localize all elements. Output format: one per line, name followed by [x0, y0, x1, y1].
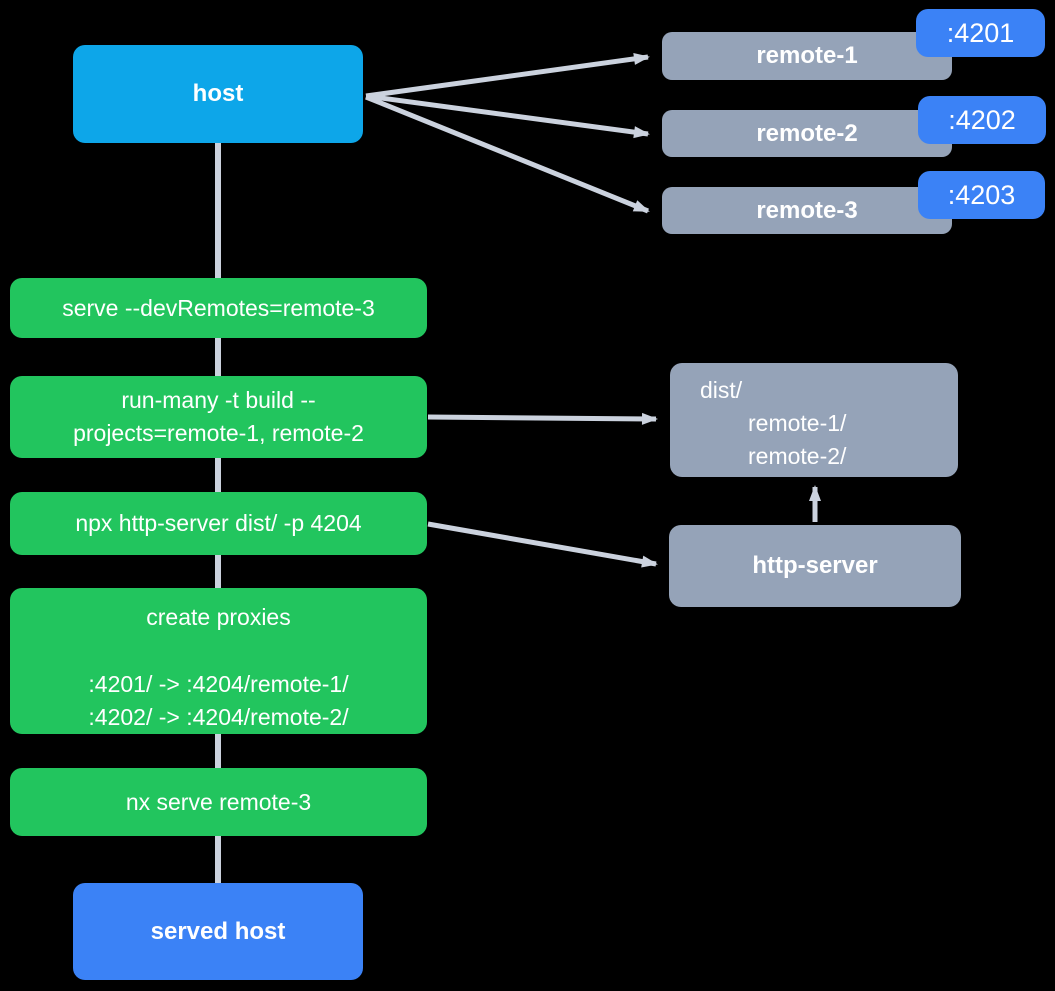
http-server-label: http-server	[752, 552, 878, 579]
command-serve-node: serve --devRemotes=remote-3	[10, 278, 427, 338]
command-runmany-line2: projects=remote-1, remote-2	[73, 420, 364, 446]
remote-1-label: remote-1	[756, 42, 858, 69]
command-proxies-node: create proxies :4201/ -> :4204/remote-1/…	[10, 588, 427, 734]
remote-3-label: remote-3	[756, 196, 858, 224]
remote-2-port: :4202	[948, 104, 1016, 135]
served-host-node: served host	[73, 883, 363, 980]
served-host-label: served host	[150, 917, 286, 945]
proxy-mapping-2: :4202/ -> :4204/remote-2/	[88, 704, 349, 730]
http-server-node: http-server	[669, 525, 961, 607]
arrow-host-to-remote-2	[365, 93, 650, 139]
command-httpserver-label: npx http-server dist/ -p 4204	[75, 510, 362, 536]
command-httpserver-node: npx http-server dist/ -p 4204	[10, 492, 427, 555]
command-nxserve-node: nx serve remote-3	[10, 768, 427, 836]
host-node: host	[73, 45, 363, 143]
arrow-runmany-to-dist	[427, 412, 658, 425]
command-runmany-node: run-many -t build -- projects=remote-1, …	[10, 376, 427, 458]
dist-entry-remote-2: remote-2/	[748, 443, 847, 469]
remote-1-node: remote-1	[662, 32, 952, 80]
proxies-title: create proxies	[146, 604, 291, 630]
remote-1-port: :4201	[946, 17, 1015, 48]
dist-entry-remote-1: remote-1/	[748, 410, 847, 436]
command-nxserve-label: nx serve remote-3	[125, 788, 312, 815]
dist-title: dist/	[700, 377, 743, 403]
dist-folder-node: dist/ remote-1/ remote-2/	[670, 363, 958, 477]
remote-2-node: remote-2	[662, 110, 952, 157]
command-serve-label: serve --devRemotes=remote-3	[62, 294, 375, 321]
command-runmany-line1: run-many -t build --	[121, 387, 316, 413]
remote-1-port-badge: :4201	[916, 9, 1045, 57]
proxy-mapping-1: :4201/ -> :4204/remote-1/	[88, 671, 349, 697]
remote-2-port-badge: :4202	[918, 96, 1046, 144]
remote-3-node: remote-3	[662, 187, 952, 234]
remote-2-label: remote-2	[756, 119, 858, 147]
remote-3-port: :4203	[947, 179, 1016, 210]
arrow-host-to-remote-1	[365, 52, 650, 99]
remote-3-port-badge: :4203	[918, 171, 1045, 219]
arrow-npx-to-httpserver	[427, 521, 658, 568]
arrow-host-to-remote-3	[365, 94, 650, 214]
host-label: host	[192, 80, 244, 107]
